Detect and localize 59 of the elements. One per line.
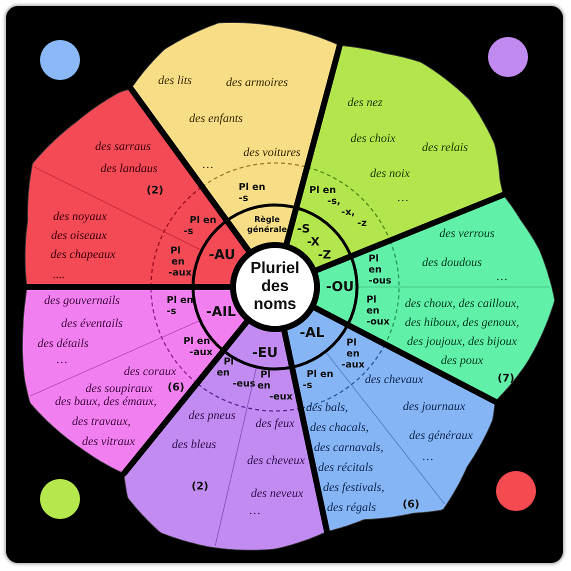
example-text: des cheveux	[247, 453, 305, 467]
example-text: …	[496, 269, 508, 283]
example-text: …	[250, 503, 260, 517]
example-text: …	[56, 352, 68, 366]
example-text: des noyaux	[53, 209, 107, 223]
example-text: des généraux	[409, 428, 473, 442]
count-label: (6)	[168, 382, 184, 394]
example-text: des relais	[422, 140, 468, 154]
example-text: des feux	[256, 416, 294, 430]
example-text: des bals, des chacals, des carnavals, des récitals des festivals, des régals	[306, 399, 384, 516]
example-text: des nez	[348, 95, 382, 109]
example-text: des landaus	[100, 161, 158, 175]
example-text: des neveux	[250, 486, 304, 500]
count-label: (7)	[498, 372, 514, 386]
rule-label: Pl en -oux	[366, 294, 390, 328]
rule-label: Pl en -ous	[368, 254, 392, 286]
rule-label: Pl en -s	[238, 182, 266, 204]
rule-label: Pl en -s	[302, 369, 334, 391]
ending-label: -OU	[326, 279, 354, 295]
example-text: des lits	[158, 73, 192, 87]
example-text: des pneus	[188, 408, 236, 422]
example-text: des soupiraux	[86, 381, 152, 395]
rule-label: Pl en -eux	[257, 370, 293, 402]
example-text: des sarraus	[95, 139, 151, 153]
example-text: des journaux	[402, 399, 466, 413]
example-text: …	[422, 449, 434, 463]
example-text: des doudous	[422, 255, 482, 269]
count-label: (2)	[146, 184, 164, 198]
example-text: des choix	[350, 131, 396, 145]
count-label: (6)	[402, 498, 420, 512]
example-text: des éventails	[61, 316, 123, 330]
count-label: (2)	[192, 480, 208, 494]
example-text: des armoires	[226, 75, 288, 89]
example-text: des gouvernails	[44, 293, 120, 307]
rule-label: Pl en -aux	[183, 336, 213, 358]
rule-label: Pl en -aux	[168, 246, 192, 278]
example-text: des chapeaux	[50, 247, 116, 261]
example-text: des enfants	[189, 111, 243, 125]
example-text: des baux, des émaux, des travaux, des vitraux	[55, 394, 157, 450]
ending-label: -AU	[208, 247, 236, 263]
example-text: …	[202, 157, 214, 171]
example-text: des chevaux	[364, 372, 424, 386]
rule-label: Pl en -s	[166, 295, 194, 317]
ending-label: -AL	[300, 325, 324, 341]
ending-label: Règle générale	[247, 215, 287, 235]
example-text: des choux, des cailloux, des hiboux, des genoux, des joujoux, des bijoux des poux	[404, 295, 520, 369]
example-text: des voitures	[243, 145, 301, 159]
example-text: des bleus	[172, 437, 216, 451]
example-text: des oiseaux	[51, 228, 107, 242]
example-text: ....	[53, 267, 65, 281]
ending-label: -AIL	[206, 304, 236, 320]
example-text: …	[398, 190, 408, 204]
rule-label: Pl en -aux	[341, 338, 365, 370]
example-text: des verrous	[439, 226, 495, 240]
example-text: des coraux	[124, 364, 176, 378]
example-text: des noix	[370, 166, 410, 180]
rule-label: Pl en -s	[184, 215, 216, 237]
center-label: Pluriel des noms	[250, 260, 300, 314]
example-text: des détails	[38, 336, 88, 350]
